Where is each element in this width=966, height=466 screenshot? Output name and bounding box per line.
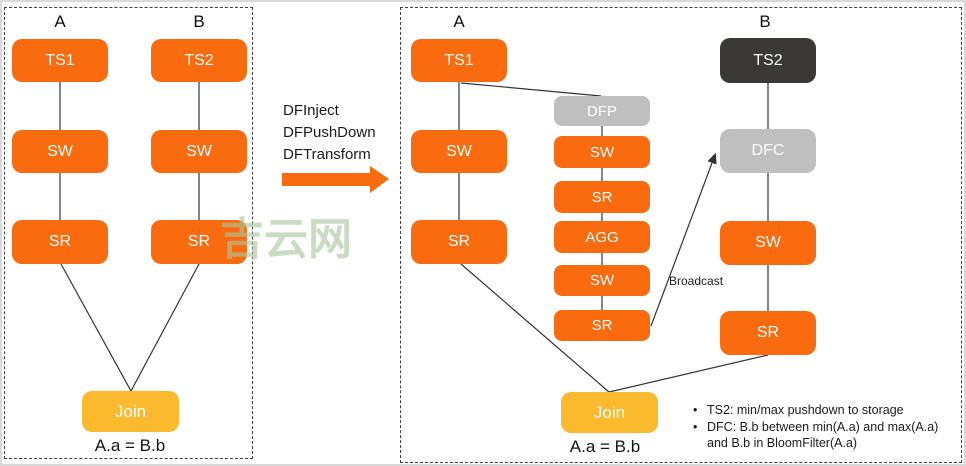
node-right-sr-m2: SR	[554, 310, 650, 341]
transform-steps-label: DFInject DFPushDown DFTransform	[283, 100, 376, 166]
node-left-ts1: TS1	[12, 39, 108, 82]
node-right-ts1: TS1	[411, 39, 507, 82]
bullet-icon: •	[693, 419, 698, 434]
node-left-ts2: TS2	[151, 39, 247, 82]
bullet-icon: •	[693, 403, 698, 417]
node-right-dfc: DFC	[720, 129, 816, 173]
node-left-sr-b: SR	[151, 220, 247, 264]
left-column-b-label: B	[193, 12, 205, 31]
node-left-sr-a: SR	[12, 220, 108, 264]
node-right-sr-b: SR	[720, 311, 816, 355]
node-right-sw-a: SW	[411, 130, 507, 173]
note-item-dfc: • DFC: B.b between min(A.a) and max(A.a)…	[689, 419, 949, 452]
node-left-join: Join	[82, 391, 179, 432]
transform-arrow-head-icon	[370, 166, 389, 193]
transform-step-dftransform: DFTransform	[283, 146, 371, 163]
right-column-a-label: A	[453, 12, 465, 31]
node-right-dfp: DFP	[554, 96, 650, 126]
left-join-condition: A.a = B.b	[94, 436, 166, 455]
node-right-sr-a: SR	[411, 220, 507, 264]
node-right-sw-m1: SW	[554, 136, 650, 168]
right-plan-panel: A B TS1 SW SR DFP SW SR AGG SW SR TS2 DF…	[400, 7, 962, 463]
node-left-sw-b: SW	[151, 130, 247, 173]
node-right-sw-b: SW	[720, 221, 816, 265]
note-text: TS2: min/max pushdown to storage	[707, 403, 904, 417]
right-join-condition: A.a = B.b	[569, 437, 641, 456]
transform-step-dfpushdown: DFPushDown	[283, 124, 376, 141]
transform-step-dfinject: DFInject	[283, 102, 339, 119]
left-plan-panel: A B TS1 TS2 SW SW SR SR Join A.a = B.b	[4, 7, 253, 459]
right-column-b-label: B	[759, 12, 771, 31]
note-text: DFC: B.b between min(A.a) and max(A.a) a…	[707, 419, 939, 451]
node-left-sw-a: SW	[12, 130, 108, 173]
node-right-ts2: TS2	[720, 38, 816, 83]
node-right-sw-m2: SW	[554, 265, 650, 296]
watermark: 吉云网	[220, 215, 352, 264]
broadcast-label: Broadcast	[669, 274, 724, 288]
node-right-join: Join	[561, 392, 658, 433]
left-column-a-label: A	[54, 12, 66, 31]
note-item-ts2: • TS2: min/max pushdown to storage	[689, 402, 949, 419]
broadcast-arrow	[650, 152, 717, 327]
node-right-agg: AGG	[554, 221, 650, 253]
transform-arrow	[282, 173, 370, 186]
notes-list: • TS2: min/max pushdown to storage • DFC…	[689, 402, 949, 452]
node-right-sr-m1: SR	[554, 181, 650, 213]
